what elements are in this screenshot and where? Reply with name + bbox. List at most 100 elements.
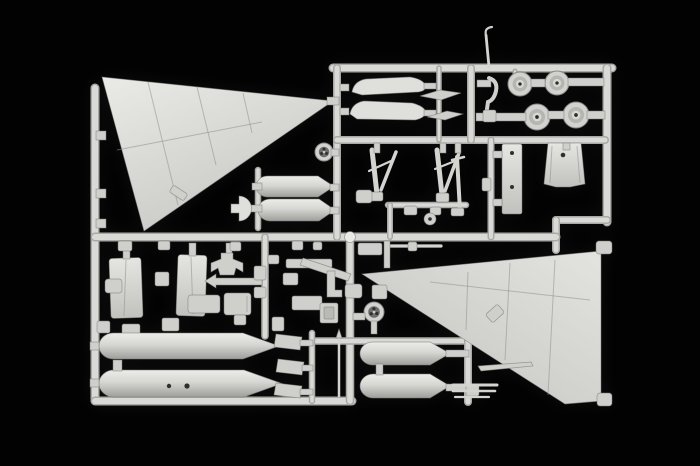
panel-hole — [510, 185, 514, 189]
wheel-spoke-hole — [372, 307, 376, 311]
main-wheel — [544, 70, 570, 96]
tank-gate-stub — [89, 378, 100, 388]
runner-clip — [253, 286, 267, 299]
chevron-gate-stub — [299, 388, 314, 396]
right-wing-panel-line — [429, 281, 591, 301]
right-wing-frame-lug-top — [595, 240, 613, 255]
l-bracket — [326, 270, 343, 298]
strut-hanger-stub — [373, 142, 381, 154]
drop-tank-large — [98, 332, 281, 360]
left-wing-panel-line — [196, 86, 217, 166]
sprue-parts — [89, 25, 613, 407]
canopy-gate-stub — [339, 107, 350, 116]
tank-link-stub — [375, 363, 384, 376]
nose-gear-fork — [450, 155, 466, 162]
fuselage-strip-diagonal — [299, 257, 352, 282]
stabilizer-blade — [419, 89, 462, 101]
gate-disc-hole — [428, 217, 432, 221]
small-wheel — [363, 301, 385, 323]
small-clip — [161, 317, 180, 332]
wing-gate-stub — [95, 188, 107, 199]
drop-tank-large — [98, 369, 284, 398]
small-wheel — [314, 142, 334, 162]
left-wing-panel-line — [242, 92, 253, 134]
sprue-frame — [90, 63, 617, 406]
drop-tank-medium — [257, 198, 336, 222]
tank-gate-stub — [89, 341, 100, 351]
panel-groove — [576, 145, 581, 184]
right-wing-frame-lug-bottom — [596, 392, 613, 407]
strut-hanger-stub — [439, 142, 447, 154]
nose-gear-strut — [455, 155, 462, 213]
wheel-spoke-hole — [320, 152, 323, 155]
runner-clip — [344, 283, 363, 299]
small-clip — [96, 320, 111, 334]
right-wing-elevon-sliver — [477, 361, 534, 372]
small-wheel-stub — [330, 148, 340, 157]
main-gear-strut-leg — [369, 147, 380, 197]
intake-ramp-chevron — [273, 382, 303, 399]
right-wing-gate-nub — [485, 304, 505, 323]
nozzle-tab — [233, 314, 247, 326]
fuel-tank-short — [359, 373, 451, 399]
wheel-spoke-hole — [369, 312, 373, 316]
left-wing-panel-line — [147, 81, 179, 206]
tank-filler-hole — [184, 383, 190, 389]
panel-groove — [549, 145, 553, 184]
left-wing-panel-line — [116, 121, 263, 151]
panel-gate-stub — [492, 198, 503, 207]
actuator-joint — [407, 241, 418, 252]
runner-clip — [291, 240, 304, 251]
panel-gate-stub — [562, 142, 571, 151]
tank-gate-stub — [251, 182, 263, 191]
canopy-half — [349, 100, 427, 121]
wheel-hub-hole — [574, 113, 578, 117]
wheel-hub-hole — [535, 115, 539, 119]
tank-gate-stub — [329, 206, 340, 215]
strut-hanger-stub — [454, 142, 462, 154]
nose-gear-foot — [450, 207, 465, 217]
runner-clip — [481, 177, 492, 192]
wheel-spoke-hole — [325, 151, 328, 155]
wheel-spoke-hole — [322, 147, 326, 151]
chevron-gate-stub — [301, 364, 314, 372]
wheel-gate-stub — [586, 110, 606, 120]
wheel-axle-stub — [547, 110, 565, 120]
intake-bucket-panel — [543, 142, 586, 188]
wheel-hub — [322, 150, 326, 154]
runner-clip — [253, 265, 267, 281]
whip-antenna-hook — [484, 25, 494, 37]
intake-ramp-chevron — [273, 333, 303, 351]
small-wheel-stub — [352, 312, 366, 321]
fuel-tank-short — [359, 341, 451, 366]
tank-gate-stub — [250, 204, 263, 213]
canopy-gate-stub — [339, 83, 350, 92]
avionics-panel — [501, 143, 523, 215]
gate-stub — [383, 240, 391, 269]
panel-hole — [510, 151, 514, 155]
panel-gate-stub — [492, 150, 503, 159]
left-wing — [101, 76, 334, 232]
tank-gate-stub — [329, 183, 340, 192]
cockpit-tub — [291, 295, 323, 311]
wheel-gate-stub — [475, 112, 527, 122]
small-box-part — [482, 109, 497, 123]
panel-gate-stub — [188, 242, 197, 257]
seat-cushion-recess — [323, 306, 335, 320]
left-wing-elevon-tab — [169, 185, 188, 201]
runner-clip — [429, 206, 442, 216]
gear-door-hook — [485, 76, 499, 111]
panel-crease — [123, 259, 127, 317]
main-gear-torque-link — [367, 159, 393, 173]
wing-gate-stub — [95, 218, 107, 229]
small-clip — [371, 284, 388, 300]
canopy-gate-stub — [423, 82, 437, 90]
main-wheel — [507, 71, 533, 97]
runner-clip — [403, 205, 418, 216]
small-wheel-stub — [370, 320, 378, 335]
right-wing-panel-line — [504, 262, 511, 361]
wheel-gate-stub — [567, 77, 605, 87]
pitot-probe-tip — [335, 327, 343, 339]
